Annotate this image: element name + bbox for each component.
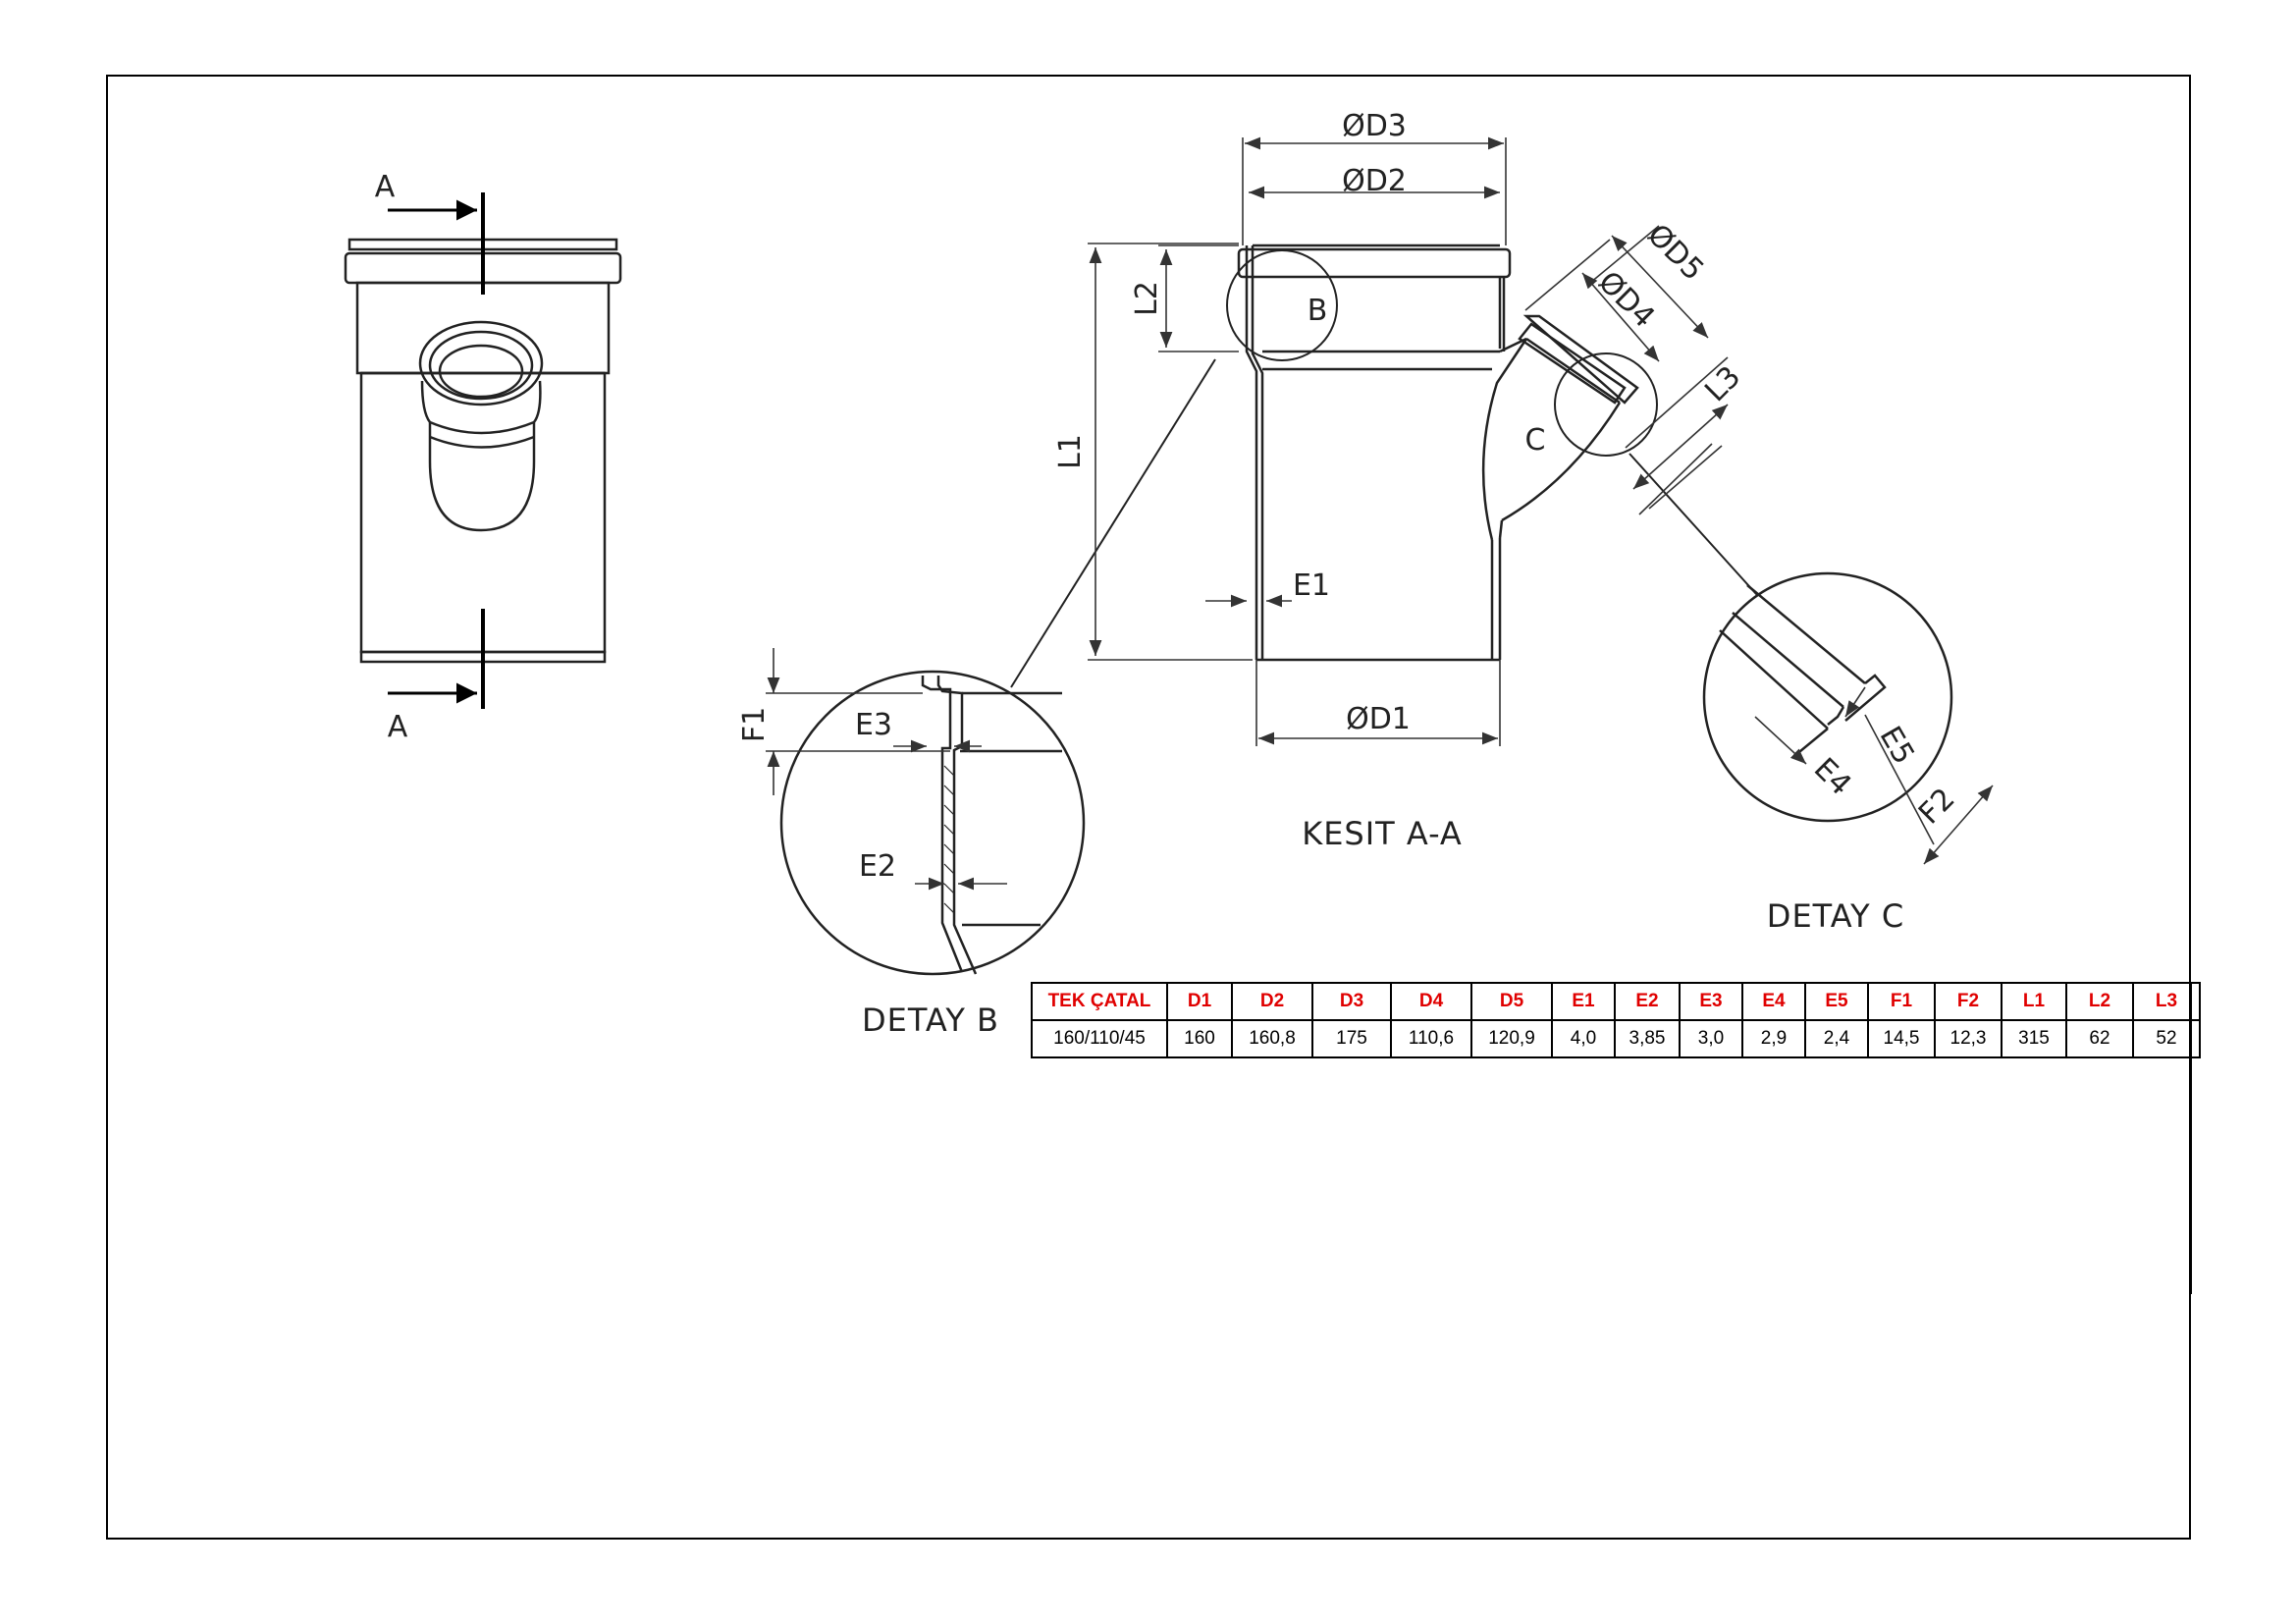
table-cell: 315: [2001, 1019, 2067, 1058]
table-header: F2: [1934, 982, 2002, 1021]
table-header: E5: [1804, 982, 1869, 1021]
table-cell: 120,9: [1470, 1019, 1553, 1058]
table-cell: 12,3: [1934, 1019, 2002, 1058]
drawing-frame: [106, 75, 2191, 1540]
table-header: E1: [1551, 982, 1616, 1021]
dim-f2-label: F2: [1912, 782, 1961, 831]
detail-c-geometry: [1719, 584, 1887, 757]
detail-c-marker: C: [1525, 423, 1546, 458]
table-header: D1: [1166, 982, 1233, 1021]
detail-b-marker: B: [1308, 294, 1328, 328]
dim-l2-label: L2: [1130, 281, 1164, 316]
dim-e4-label: E4: [1807, 751, 1858, 802]
table-cell: 160/110/45: [1031, 1019, 1168, 1058]
dim-l1-label: L1: [1053, 434, 1088, 469]
table-cell: 160: [1166, 1019, 1233, 1058]
table-cell: 3,0: [1679, 1019, 1743, 1058]
table-header: L2: [2065, 982, 2134, 1021]
dimension-lines: [766, 136, 1994, 891]
dim-d1-label: ØD1: [1346, 702, 1411, 736]
dim-f1-label: F1: [737, 707, 772, 742]
table-header: D2: [1231, 982, 1313, 1021]
dim-d3-label: ØD3: [1342, 109, 1407, 143]
section-view: [779, 244, 1953, 976]
table-cell: 3,85: [1614, 1019, 1681, 1058]
table-header: D3: [1311, 982, 1392, 1021]
table-cell: 175: [1311, 1019, 1392, 1058]
detail-c-title: DETAY C: [1767, 897, 1904, 935]
table-cell: 2,9: [1741, 1019, 1806, 1058]
table-header: D4: [1390, 982, 1472, 1021]
table-cell: 52: [2132, 1019, 2201, 1058]
table-header: E2: [1614, 982, 1681, 1021]
dim-e5-label: E5: [1873, 721, 1921, 770]
front-view: [344, 192, 622, 709]
dim-e3-label: E3: [855, 708, 892, 742]
detail-b-geometry: [921, 676, 1062, 975]
table-cell: 2,4: [1804, 1019, 1869, 1058]
table-header: E4: [1741, 982, 1806, 1021]
table-cell: 160,8: [1231, 1019, 1313, 1058]
spec-table: TEK ÇATAL D1 D2 D3 D4 D5 E1 E2 E3 E4 E5 …: [1031, 982, 2201, 1058]
table-header: E3: [1679, 982, 1743, 1021]
table-header-row: TEK ÇATAL D1 D2 D3 D4 D5 E1 E2 E3 E4 E5 …: [1031, 982, 2201, 1021]
table-header: F1: [1867, 982, 1936, 1021]
dim-e2-label: E2: [859, 849, 896, 884]
table-header: D5: [1470, 982, 1553, 1021]
dim-e1-label: E1: [1293, 568, 1330, 603]
dim-d2-label: ØD2: [1342, 164, 1407, 198]
table-cell: 62: [2065, 1019, 2134, 1058]
table-row: 160/110/45 160 160,8 175 110,6 120,9 4,0…: [1031, 1019, 2201, 1058]
table-right-rule: [2190, 982, 2192, 1294]
dim-l3-label: L3: [1698, 359, 1747, 408]
table-cell: 110,6: [1390, 1019, 1472, 1058]
section-mark-top: A: [375, 170, 396, 204]
table-header: L3: [2132, 982, 2201, 1021]
detail-b-title: DETAY B: [862, 1001, 999, 1039]
table-cell: 14,5: [1867, 1019, 1936, 1058]
table-header: TEK ÇATAL: [1031, 982, 1168, 1021]
table-cell: 4,0: [1551, 1019, 1616, 1058]
section-title: KESIT A-A: [1302, 815, 1463, 852]
table-header: L1: [2001, 982, 2067, 1021]
section-mark-bottom: A: [388, 710, 408, 744]
